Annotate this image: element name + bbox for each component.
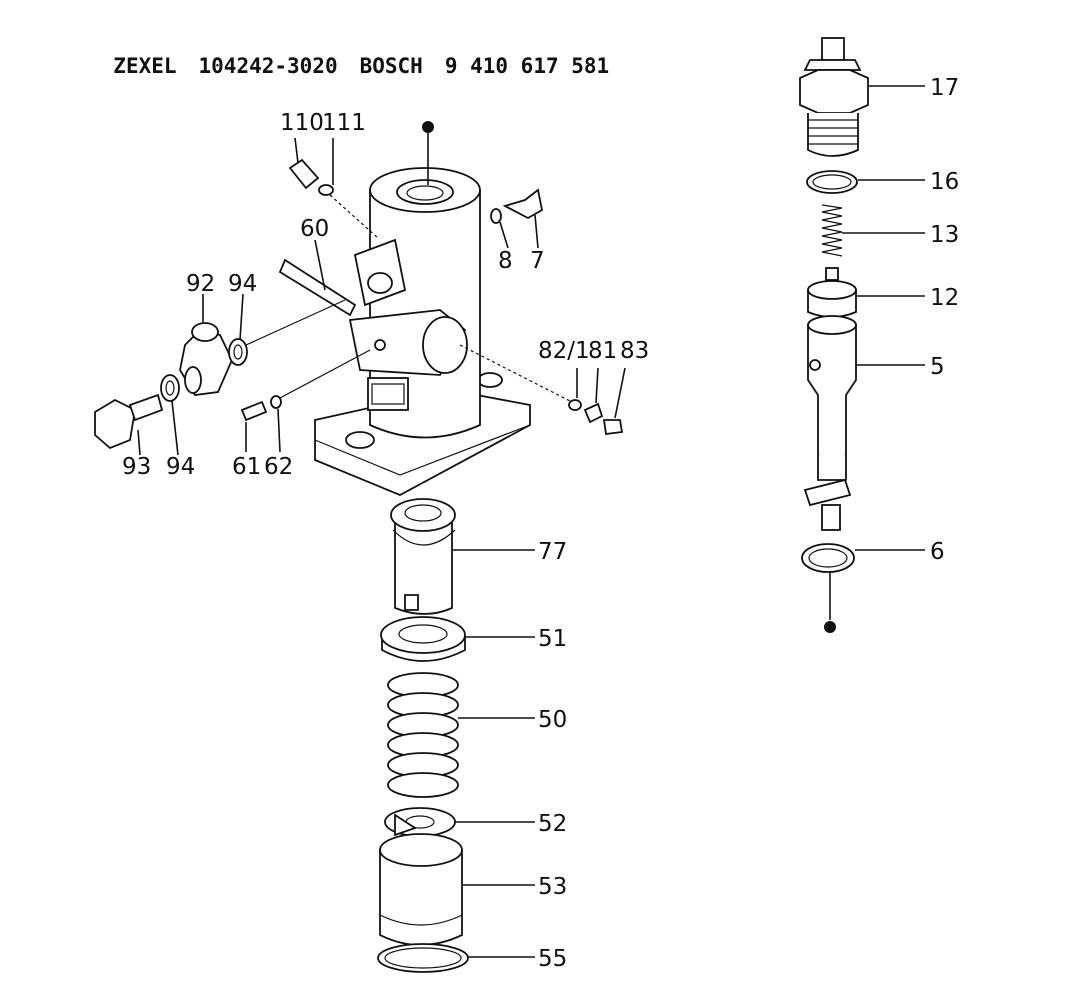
- label-8: 8: [498, 248, 513, 274]
- label-13: 13: [930, 222, 959, 248]
- header-brand-bosch: BOSCH: [359, 54, 423, 78]
- part-60-rod: [278, 239, 357, 317]
- part-5-plunger-barrel: [803, 315, 857, 531]
- part-13-spring: [821, 204, 843, 257]
- label-53: 53: [538, 874, 567, 900]
- part-50-spring: [387, 672, 459, 798]
- part-12-delivery-valve: [807, 267, 857, 318]
- label-111: 111: [322, 110, 366, 136]
- part-51-spring-seat: [380, 616, 466, 662]
- part-94-washer-upper: [228, 293, 346, 366]
- label-50: 50: [538, 707, 567, 733]
- pump-housing: [314, 167, 531, 496]
- part-7-bolt: [502, 188, 544, 249]
- label-60: 60: [300, 216, 329, 242]
- part-61-screw: [240, 400, 268, 452]
- label-81: 81: [588, 338, 617, 364]
- header-brand-zexel: ZEXEL: [113, 54, 177, 78]
- part-110-screw: [288, 137, 320, 190]
- part-55-snap-ring: [377, 943, 469, 973]
- header-bosch-part-number: 9 410 617 581: [444, 54, 610, 78]
- label-51: 51: [538, 626, 567, 652]
- part-16-gasket: [806, 170, 858, 194]
- label-93: 93: [122, 454, 151, 480]
- label-94-lower: 94: [166, 454, 195, 480]
- part-82-1-washer: [568, 368, 582, 411]
- part-94-washer-lower: [160, 374, 180, 456]
- label-55: 55: [538, 946, 567, 972]
- label-17: 17: [930, 75, 959, 101]
- label-77: 77: [538, 539, 567, 565]
- part-111-washer: [318, 138, 379, 239]
- label-62: 62: [264, 454, 293, 480]
- part-93-banjo-bolt: [94, 393, 164, 456]
- label-6: 6: [930, 539, 945, 565]
- part-81-clip: [583, 367, 604, 424]
- reference-dot-top: [422, 121, 434, 133]
- part-92-banjo: [179, 294, 233, 396]
- label-92: 92: [186, 271, 215, 297]
- label-5: 5: [930, 354, 945, 380]
- label-16: 16: [930, 169, 959, 195]
- label-94-upper: 94: [228, 271, 257, 297]
- reference-dot-bottom: [824, 621, 836, 633]
- label-12: 12: [930, 285, 959, 311]
- part-53-tappet: [379, 833, 463, 946]
- label-82-1: 82/1: [538, 338, 590, 364]
- header-zexel-part-number: 104242-3020: [198, 54, 338, 78]
- label-52: 52: [538, 811, 567, 837]
- label-7: 7: [530, 248, 545, 274]
- part-8-washer: [490, 208, 509, 249]
- label-61: 61: [232, 454, 261, 480]
- part-6-gasket: [801, 543, 855, 573]
- label-83: 83: [620, 338, 649, 364]
- diagram-header: ZEXEL 104242-3020 BOSCH 9 410 617 581: [88, 30, 631, 78]
- part-62-washer: [270, 349, 371, 453]
- part-52-lower-spring-seat: [384, 807, 456, 837]
- part-17-delivery-valve-holder: [799, 37, 869, 157]
- part-83-screw: [459, 344, 626, 436]
- label-110: 110: [280, 110, 324, 136]
- part-77-control-sleeve: [390, 498, 456, 615]
